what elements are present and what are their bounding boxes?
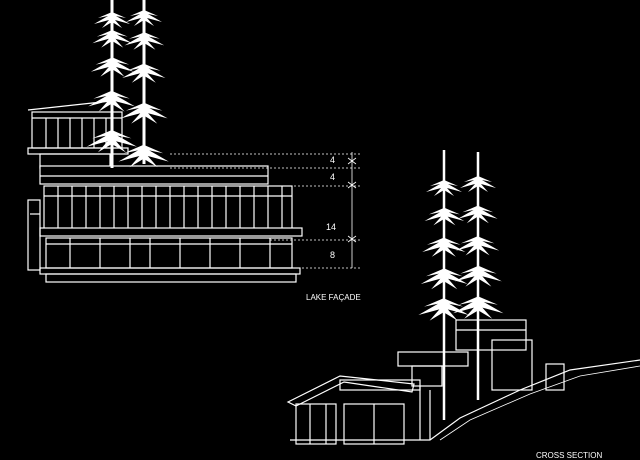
tree-illustration-section [418, 150, 504, 420]
dimension-label-3: 14 [326, 222, 336, 232]
dimension-label-4: 8 [330, 250, 335, 260]
dimension-label-1: 4 [330, 155, 335, 165]
cross-section-label: CROSS SECTION [536, 451, 602, 460]
lake-facade-elevation [27, 99, 303, 283]
dimension-chain [170, 152, 360, 269]
lake-facade-label: LAKE FAÇADE [306, 293, 361, 302]
cross-section-drawing [286, 319, 640, 445]
dimension-label-2: 4 [330, 172, 335, 182]
tree-illustration [86, 0, 169, 168]
